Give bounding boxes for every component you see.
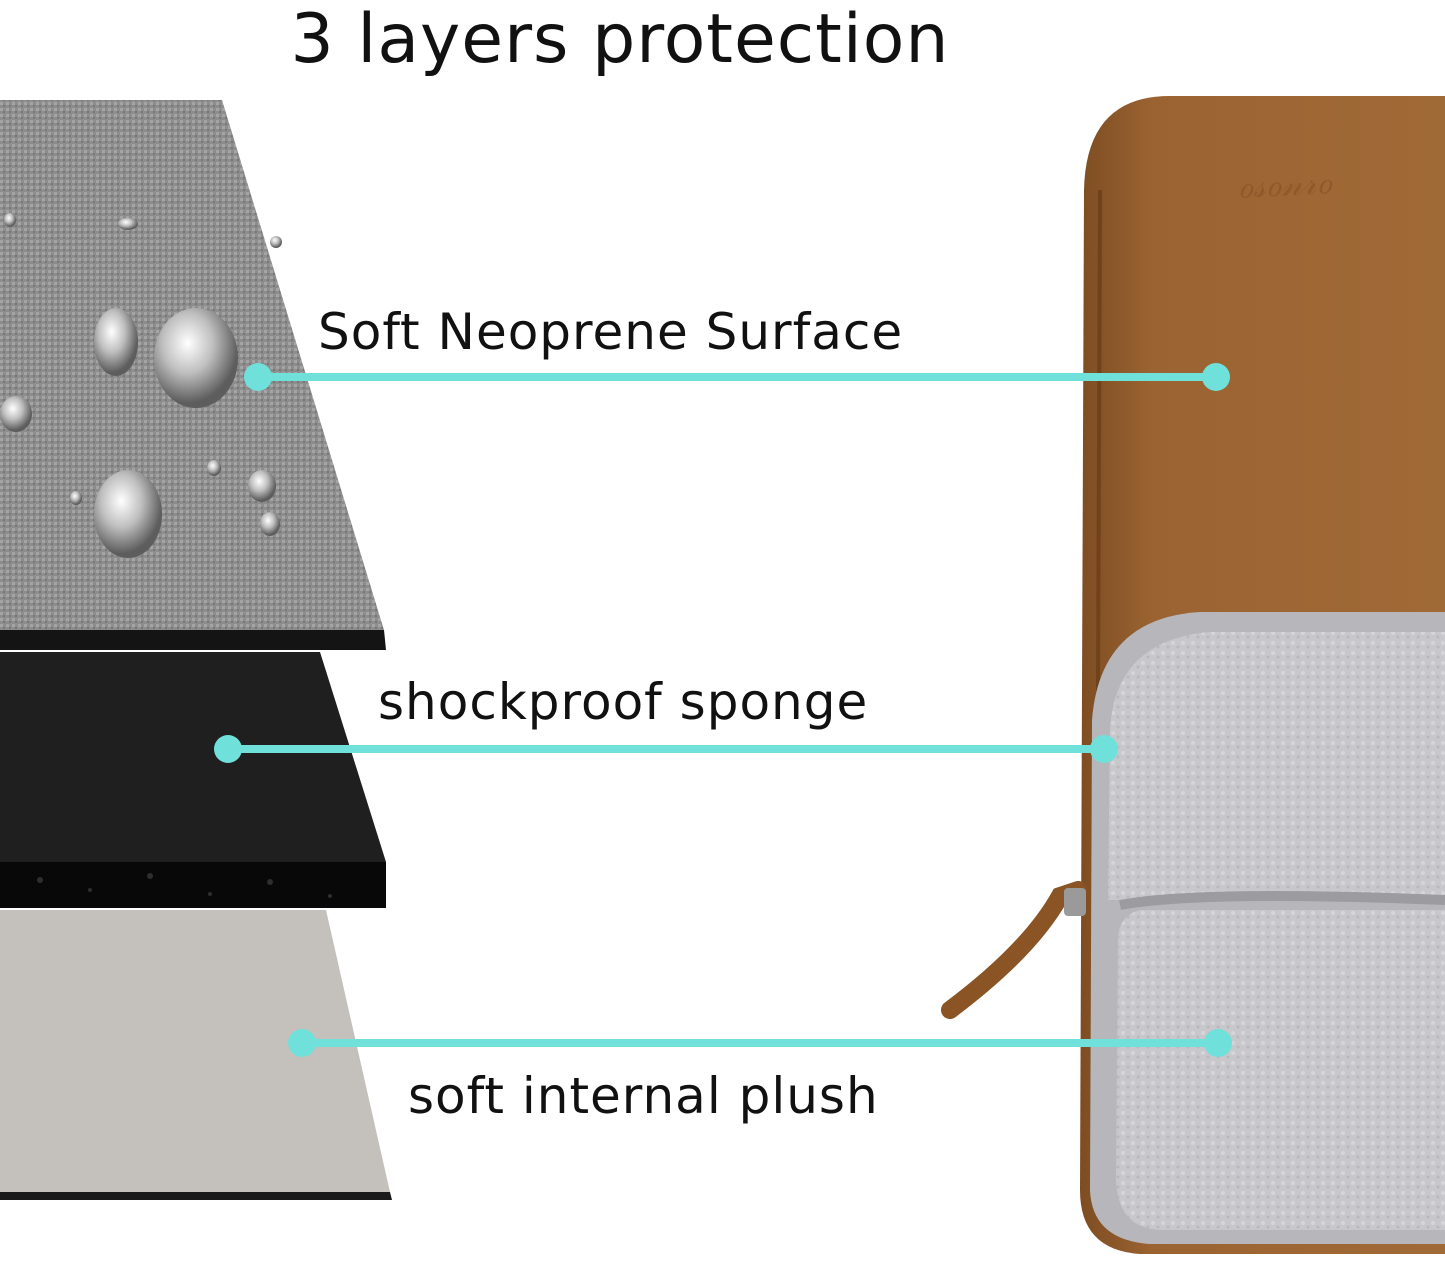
water-droplets xyxy=(0,213,282,558)
callout-dot-neoprene-start xyxy=(244,363,272,391)
plush-layer-swatch xyxy=(0,910,392,1200)
svg-text:ℴ𝓈ℴ𝓃𝓇ℴ: ℴ𝓈ℴ𝓃𝓇ℴ xyxy=(1236,162,1334,207)
layer-label-plush: soft internal plush xyxy=(408,1067,879,1125)
neoprene-layer-swatch xyxy=(0,100,386,650)
layer-label-sponge: shockproof sponge xyxy=(378,673,869,731)
callout-dot-plush-start xyxy=(288,1029,316,1057)
callout-line-plush xyxy=(302,1039,1218,1047)
sponge-layer-swatch xyxy=(0,652,386,908)
page-title: 3 layers protection xyxy=(290,0,950,79)
callout-dot-neoprene-end xyxy=(1202,363,1230,391)
callout-dot-sponge-start xyxy=(214,735,242,763)
callout-line-neoprene xyxy=(258,373,1216,381)
callout-line-sponge xyxy=(228,745,1104,753)
layer-label-neoprene: Soft Neoprene Surface xyxy=(318,303,904,361)
callout-dot-sponge-end xyxy=(1090,735,1118,763)
callout-dot-plush-end xyxy=(1204,1029,1232,1057)
